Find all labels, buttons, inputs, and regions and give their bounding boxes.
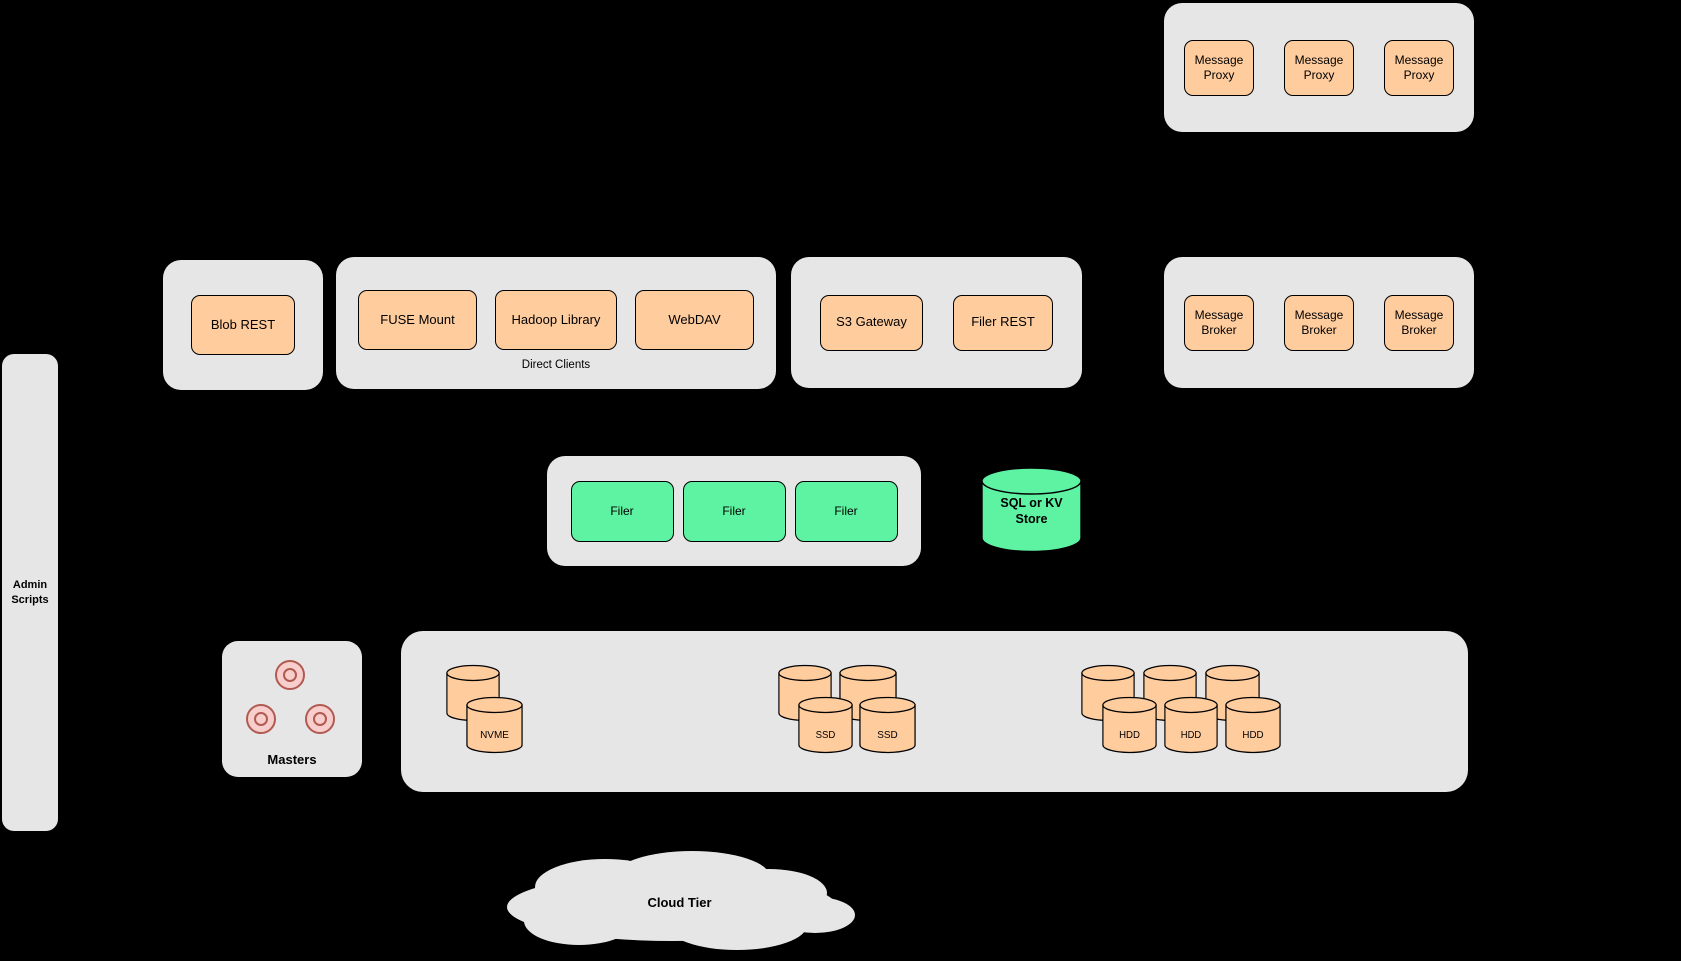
message-broker-node: Message Broker — [1184, 294, 1254, 351]
filer-group: Filer Filer Filer — [547, 456, 921, 566]
hdd-disk-cylinder-icon: HDD — [1164, 696, 1218, 754]
sql-kv-store-cylinder: SQL or KV Store — [981, 467, 1082, 553]
admin-scripts-panel: Admin Scripts — [2, 354, 58, 831]
message-broker-node: Message Broker — [1384, 294, 1454, 351]
direct-clients-row: FUSE Mount Hadoop Library WebDAV — [358, 290, 754, 350]
gateway-group: S3 Gateway Filer REST — [791, 257, 1082, 388]
ssd-disk-cylinder-icon: SSD — [798, 696, 853, 754]
message-broker-group: Message Broker Message Broker Message Br… — [1164, 257, 1474, 388]
direct-clients-group: FUSE Mount Hadoop Library WebDAV Direct … — [336, 257, 776, 389]
ssd-disk-label: SSD — [816, 730, 836, 741]
direct-clients-caption: Direct Clients — [521, 359, 591, 371]
s3-gateway-node: S3 Gateway — [820, 294, 923, 351]
ssd-disk-label: SSD — [877, 730, 898, 741]
hdd-disk-label: HDD — [1119, 730, 1140, 741]
hdd-disk-label: HDD — [1242, 730, 1263, 741]
master-node-icon — [305, 704, 335, 734]
cloud-tier-shape: Cloud Tier — [487, 847, 872, 957]
hdd-disk-label: HDD — [1181, 730, 1201, 742]
filer-node: Filer — [682, 480, 786, 542]
master-node-icon — [275, 660, 305, 690]
blob-rest-group: Blob REST — [163, 260, 323, 390]
sql-kv-store-label: SQL or KV Store — [1000, 495, 1063, 526]
filer-node: Filer — [570, 480, 674, 542]
cloud-tier-label: Cloud Tier — [647, 894, 712, 910]
nvme-disk-cylinder-icon: NVME — [466, 696, 523, 754]
hdd-disk-cylinder-icon: HDD — [1102, 696, 1157, 754]
disk-cylinder-icon — [446, 664, 500, 722]
ssd-disk-cylinder-icon: SSD — [859, 696, 916, 754]
database-cylinder-icon — [981, 467, 1082, 553]
master-node-icon — [246, 704, 276, 734]
filer-rest-node: Filer REST — [953, 294, 1053, 351]
message-proxy-node: Message Proxy — [1284, 39, 1354, 96]
blob-rest-node: Blob REST — [191, 295, 295, 355]
volume-servers-group: NVME SSD SSD HDD — [401, 631, 1468, 792]
nvme-disk-label: NVME — [480, 730, 509, 741]
hdd-disk-cylinder-icon: HDD — [1225, 696, 1281, 754]
hadoop-library-node: Hadoop Library — [495, 290, 617, 350]
message-proxy-node: Message Proxy — [1184, 39, 1254, 96]
fuse-mount-node: FUSE Mount — [358, 290, 477, 350]
masters-group: Masters — [222, 641, 362, 777]
cloud-icon — [507, 851, 855, 950]
filer-node: Filer — [794, 480, 898, 542]
message-proxy-group: Message Proxy Message Proxy Message Prox… — [1164, 3, 1474, 132]
admin-scripts-label: Admin Scripts — [11, 579, 49, 606]
masters-label: Masters — [267, 752, 317, 767]
webdav-node: WebDAV — [635, 290, 754, 350]
message-broker-node: Message Broker — [1284, 294, 1354, 351]
message-proxy-node: Message Proxy — [1384, 39, 1454, 96]
